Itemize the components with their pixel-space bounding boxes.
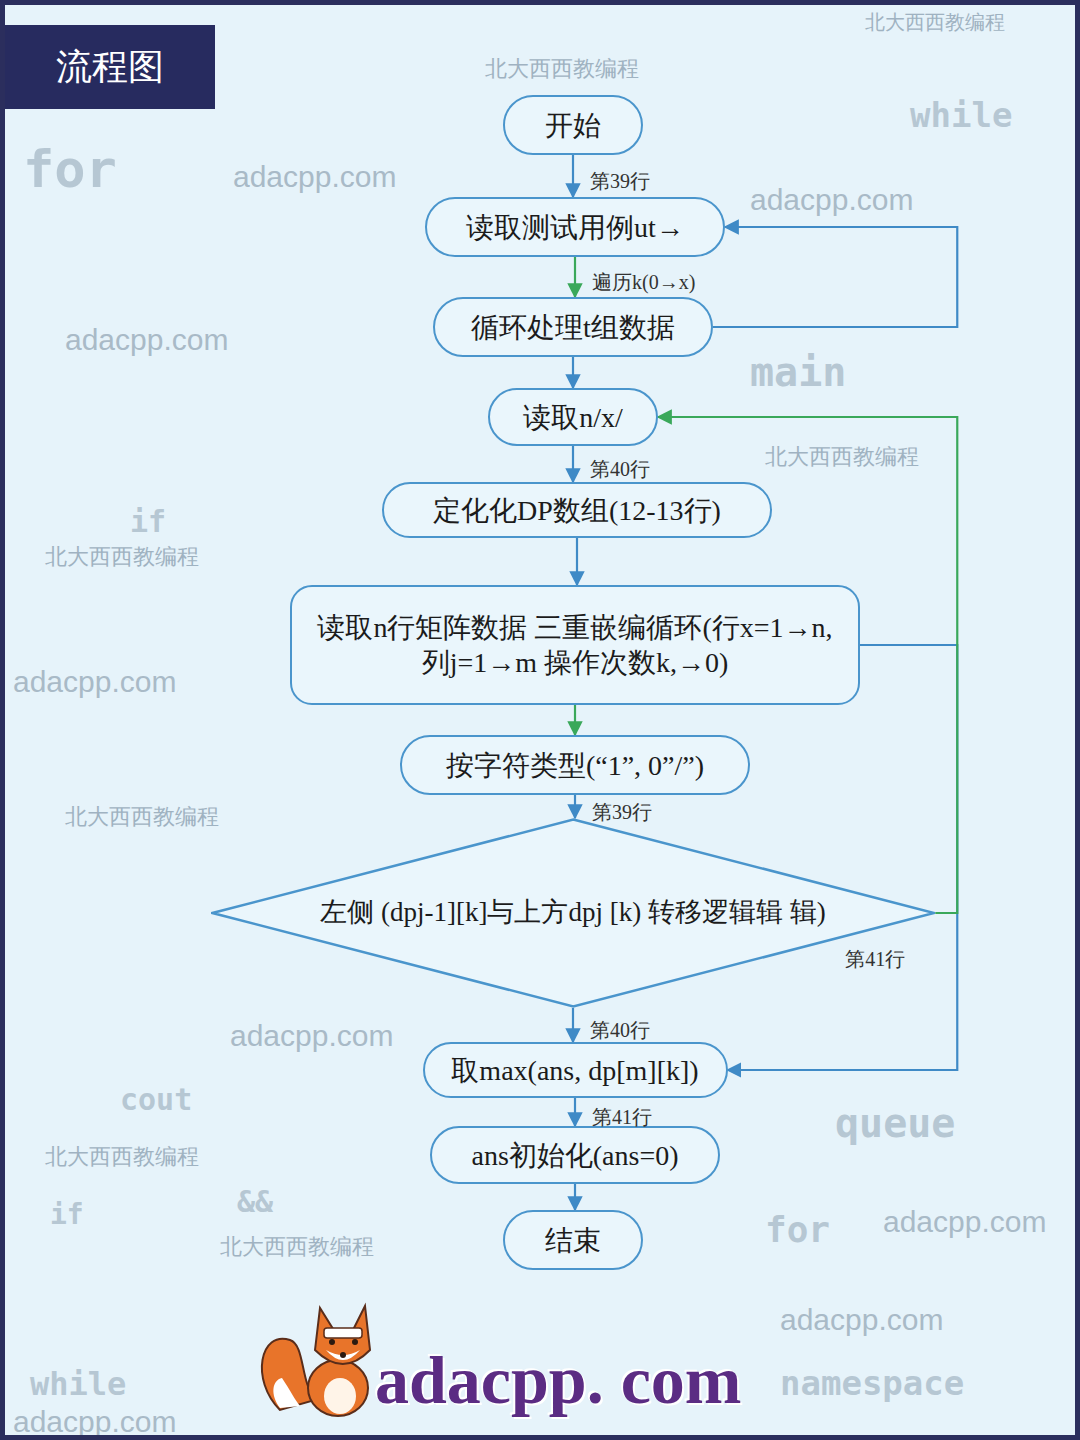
node-text: 结束 — [545, 1223, 601, 1258]
node-text: 读取测试用例ut→ — [466, 210, 684, 245]
flow-arrow — [574, 1098, 576, 1126]
watermark: adacpp.com — [883, 1205, 1046, 1238]
node-text: 开始 — [545, 108, 601, 143]
edge-label: 第39行 — [592, 801, 652, 823]
watermark: adacpp.com — [780, 1303, 943, 1336]
watermark: 北大西西教编程 — [65, 805, 219, 829]
process-box: 循环处理t组数据 — [433, 297, 713, 357]
node-text: 定化化DP数组(12-13行) — [433, 493, 721, 528]
watermark: 北大西西教编程 — [220, 1235, 374, 1259]
watermark: cout — [120, 1083, 192, 1116]
node-text: 循环处理t组数据 — [471, 310, 675, 345]
watermark: if — [130, 505, 166, 538]
edge-label: 第41行 — [845, 948, 905, 970]
watermark: 北大西西教编程 — [45, 545, 199, 569]
process-box: 按字符类型(“1”, 0”/”) — [400, 735, 750, 795]
flow-arrow — [713, 227, 957, 327]
process-box: 读取n行矩阵数据 三重嵌编循环(行x=1→n, 列j=1→m 操作次数k,→0) — [290, 585, 860, 705]
watermark: 北大西西教编程 — [45, 1145, 199, 1169]
edge-label: 第39行 — [590, 170, 650, 192]
watermark: for — [23, 141, 117, 198]
node-text: ans初始化(ans=0) — [471, 1138, 678, 1173]
watermark: 北大西西教编程 — [485, 57, 639, 81]
node-text: 读取n/x/ — [523, 400, 623, 435]
decision-diamond: 左侧 (dpj-1][k]与上方dpj [k) 转移逻辑辑 辑) — [211, 818, 936, 1008]
edge-label: 第40行 — [590, 458, 650, 480]
edge-label: 第40行 — [590, 1019, 650, 1041]
flow-arrow — [572, 357, 574, 388]
process-box: 读取n/x/ — [488, 388, 658, 446]
edge-label: 遍历k(0→x) — [592, 271, 695, 293]
node-text: 读取n行矩阵数据 三重嵌编循环(行x=1→n, 列j=1→m 操作次数k,→0) — [310, 610, 840, 680]
watermark: 北大西西教编程 — [765, 445, 919, 469]
flow-arrow — [728, 645, 958, 1070]
watermark: adacpp.com — [13, 665, 176, 698]
flow-arrow — [574, 795, 576, 818]
edge-label: 第41行 — [592, 1106, 652, 1128]
watermark: namespace — [780, 1365, 964, 1402]
fox-mascot — [262, 1306, 370, 1416]
watermark: for — [765, 1210, 830, 1250]
process-box: 取max(ans, dp[m][k]) — [423, 1042, 728, 1098]
watermark: adacpp.com — [230, 1019, 393, 1052]
node-text: 取max(ans, dp[m][k]) — [451, 1053, 698, 1088]
watermark: main — [750, 350, 846, 394]
watermark: adacpp.com — [13, 1405, 176, 1438]
flow-arrow — [576, 538, 578, 585]
watermark: while — [910, 97, 1012, 134]
process-box: ans初始化(ans=0) — [430, 1126, 720, 1184]
watermark: while — [30, 1367, 126, 1402]
watermark: adacpp.com — [233, 160, 396, 193]
flow-arrow — [574, 705, 576, 735]
title-text: 流程图 — [5, 25, 215, 109]
terminal-box: 开始 — [503, 95, 643, 155]
watermark: adacpp.com — [750, 183, 913, 216]
flow-arrow — [574, 1184, 576, 1210]
logo-text: adacpp. com — [375, 1343, 741, 1418]
node-text: 左侧 (dpj-1][k]与上方dpj [k) 转移逻辑辑 辑) — [313, 896, 833, 930]
process-box: 读取测试用例ut→ — [425, 197, 725, 257]
flow-arrow — [574, 257, 576, 297]
watermark: && — [237, 1185, 273, 1218]
terminal-box: 结束 — [503, 1210, 643, 1270]
title-band: 流程图 — [5, 25, 215, 109]
watermark: queue — [835, 1101, 955, 1145]
watermark: if — [50, 1200, 84, 1231]
watermark: adacpp.com — [65, 323, 228, 356]
flow-arrow — [572, 446, 574, 482]
process-box: 定化化DP数组(12-13行) — [382, 482, 772, 538]
flow-arrow — [572, 155, 574, 197]
watermark: 北大西西教编程 — [865, 11, 1005, 33]
node-text: 按字符类型(“1”, 0”/”) — [446, 748, 704, 783]
diamond-shape — [212, 820, 934, 1007]
flow-arrow — [572, 1008, 574, 1042]
